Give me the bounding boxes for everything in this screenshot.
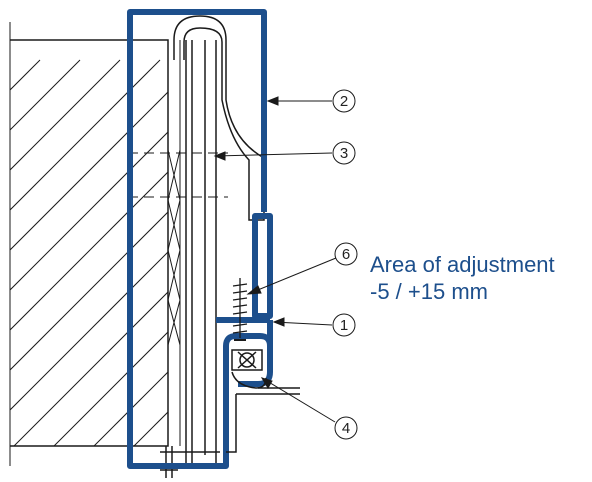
callout-6: 6: [334, 242, 358, 266]
adjustment-note-line1: Area of adjustment: [370, 252, 555, 277]
support-profile: [160, 40, 220, 478]
wall-plug: [128, 40, 228, 446]
retainer-clip: [226, 349, 300, 453]
callout-6-label: 6: [342, 246, 350, 263]
callout-1: 1: [332, 313, 356, 337]
callout-4-label: 4: [342, 420, 350, 437]
callout-1-label: 1: [340, 317, 348, 334]
callout-2-label: 2: [340, 93, 348, 110]
spring-clip: [173, 15, 265, 221]
callout-3-label: 3: [340, 145, 348, 162]
cladding-panel: [127, 9, 267, 469]
adjustment-note-line2: -5 / +15 mm: [370, 279, 488, 304]
leader-lines: [213, 96, 337, 423]
callout-4: 4: [334, 416, 358, 440]
screw: [232, 278, 248, 341]
adjustment-note: Area of adjustment -5 / +15 mm: [370, 252, 555, 304]
callout-2: 2: [332, 89, 356, 113]
callout-3: 3: [332, 141, 356, 165]
wall-substrate: [9, 22, 169, 466]
